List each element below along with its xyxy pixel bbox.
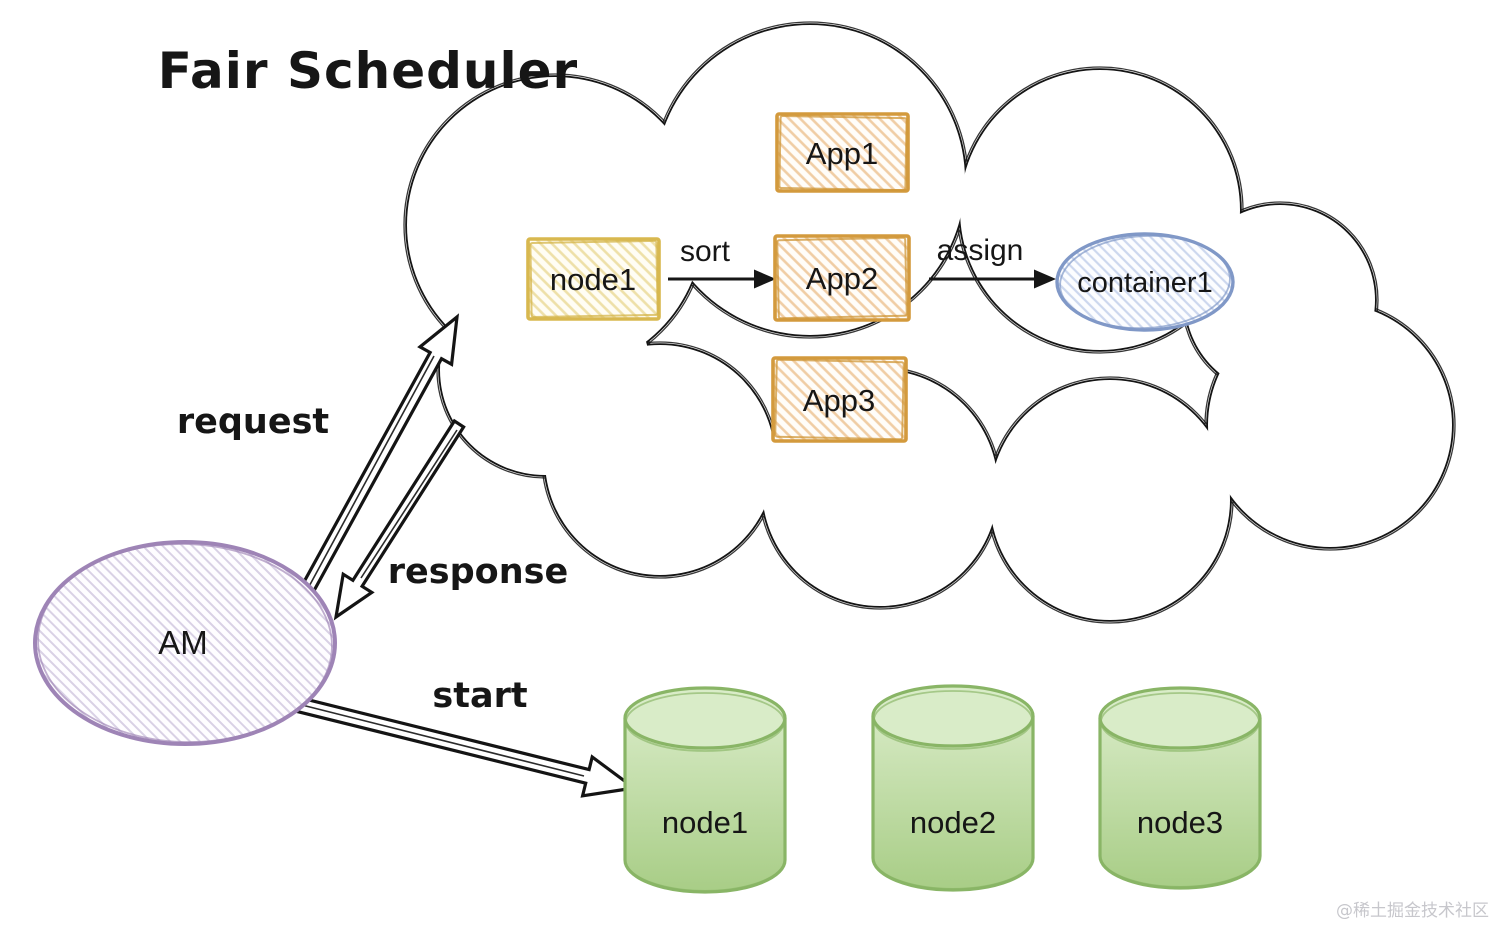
app3-box: App3: [771, 356, 908, 443]
app1-box: App1: [775, 112, 910, 193]
sort-arrow: [668, 269, 776, 289]
node2-cylinder: node2: [871, 684, 1035, 892]
node1-box-label: node1: [550, 262, 636, 297]
node1-cylinder: node1: [623, 686, 787, 894]
request-arrow: [294, 313, 460, 605]
scheduler-cloud: [403, 21, 1456, 624]
node3-cylinder: node3: [1098, 686, 1262, 890]
container1-ellipse: container1: [1055, 232, 1235, 332]
response-arrow-label: response: [388, 552, 568, 592]
am-ellipse: AM: [33, 540, 337, 746]
app2-label: App2: [806, 261, 878, 296]
watermark: @稀土掘金技术社区: [1336, 901, 1489, 921]
assign-arrow-label: assign: [937, 234, 1024, 267]
node1-box: node1: [526, 237, 661, 321]
sort-arrow-label: sort: [680, 235, 731, 268]
request-arrow-label: request: [177, 402, 329, 442]
node3-cylinder-label: node3: [1137, 805, 1223, 840]
app2-box: App2: [773, 234, 911, 322]
am-label: AM: [158, 624, 208, 661]
page-title: Fair Scheduler: [158, 42, 578, 100]
container1-label: container1: [1077, 267, 1212, 299]
response-arrow: [333, 418, 466, 621]
assign-arrow: [929, 269, 1056, 289]
start-arrow-label: start: [432, 676, 527, 716]
app3-label: App3: [803, 383, 875, 418]
start-arrow: [284, 693, 639, 798]
node1-cylinder-label: node1: [662, 805, 748, 840]
app1-label: App1: [806, 136, 878, 171]
node2-cylinder-label: node2: [910, 805, 996, 840]
